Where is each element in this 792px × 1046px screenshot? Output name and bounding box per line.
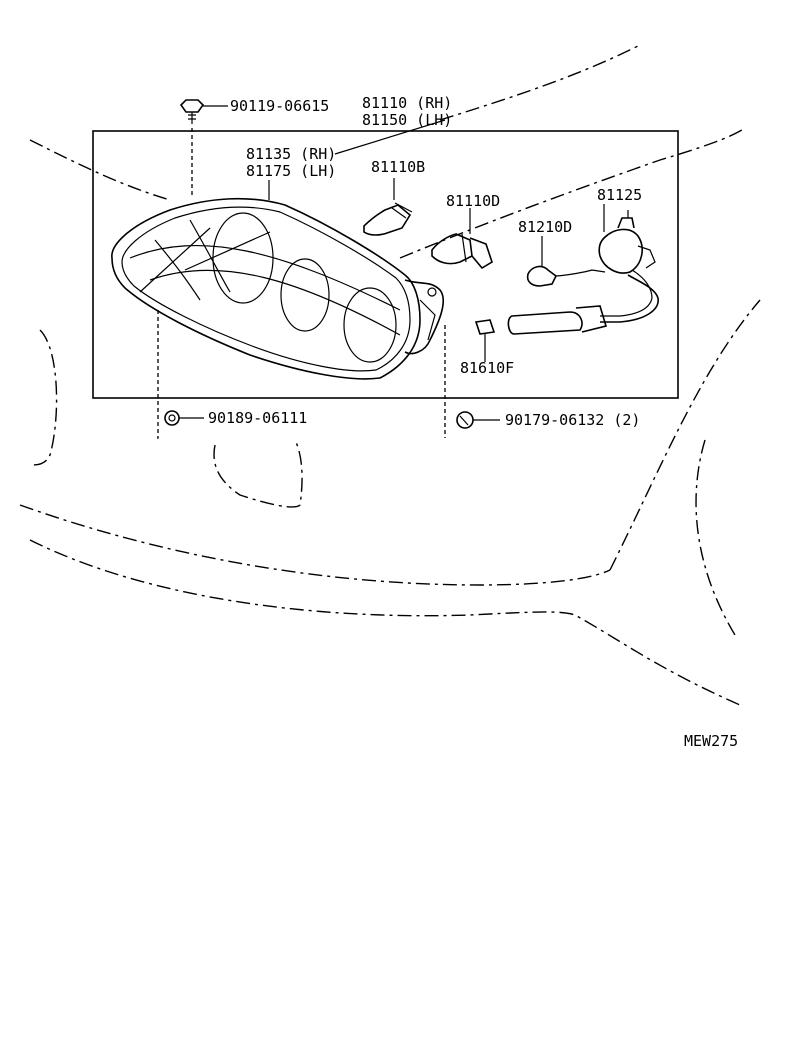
car-body-outline [19, 44, 761, 706]
bulb-81110d-icon [431, 208, 493, 270]
label-clip-90179: 90179-06132 (2) [505, 411, 640, 429]
screw-90119-icon [179, 99, 228, 195]
label-bulb-81110d: 81110D [446, 192, 500, 210]
assy-leader-line [334, 119, 446, 155]
label-socket-81210d: 81210D [518, 218, 572, 236]
headlamp-housing [111, 197, 445, 380]
label-harness-81125: 81125 [597, 186, 642, 204]
label-assy-rh: 81110 (RH) [362, 94, 452, 112]
bulb-81610f-icon [474, 319, 496, 362]
label-lens-rh: 81135 (RH) [246, 145, 336, 163]
label-assy-lh: 81150 (LH) [362, 111, 452, 129]
label-lens-lh: 81175 (LH) [246, 162, 336, 180]
assembly-frame [92, 130, 679, 399]
label-bulb-81110b: 81110B [371, 158, 425, 176]
label-bulb-81610f: 81610F [460, 359, 514, 377]
label-screw-90119: 90119-06615 [230, 97, 329, 115]
harness-81125-icon [507, 210, 659, 335]
diagram-code: MEW275 [684, 732, 738, 750]
nut-90189-icon [157, 310, 204, 439]
clip-90179-icon [444, 325, 500, 438]
label-nut-90189: 90189-06111 [208, 409, 307, 427]
bulb-81110b-icon [363, 178, 413, 236]
socket-81210d-icon [526, 236, 606, 287]
